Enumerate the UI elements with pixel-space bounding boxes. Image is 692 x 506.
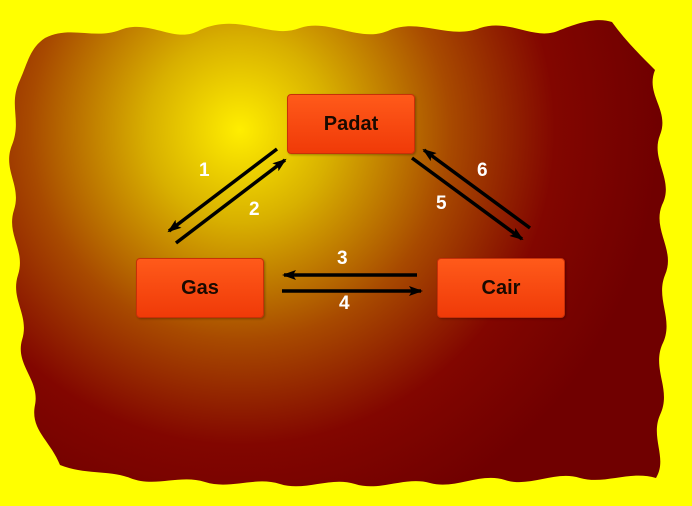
state-label-gas: Gas	[181, 277, 219, 300]
transition-label-5: 5	[436, 193, 447, 215]
transition-label-4: 4	[339, 293, 350, 315]
state-box-liquid: Cair	[437, 258, 565, 318]
transition-label-3: 3	[337, 248, 348, 270]
state-box-gas: Gas	[136, 258, 264, 318]
transition-label-2: 2	[249, 199, 260, 221]
state-label-solid: Padat	[324, 113, 378, 136]
state-label-liquid: Cair	[482, 277, 521, 300]
transition-label-1: 1	[199, 160, 210, 182]
state-box-solid: Padat	[287, 94, 415, 154]
transition-label-6: 6	[477, 160, 488, 182]
